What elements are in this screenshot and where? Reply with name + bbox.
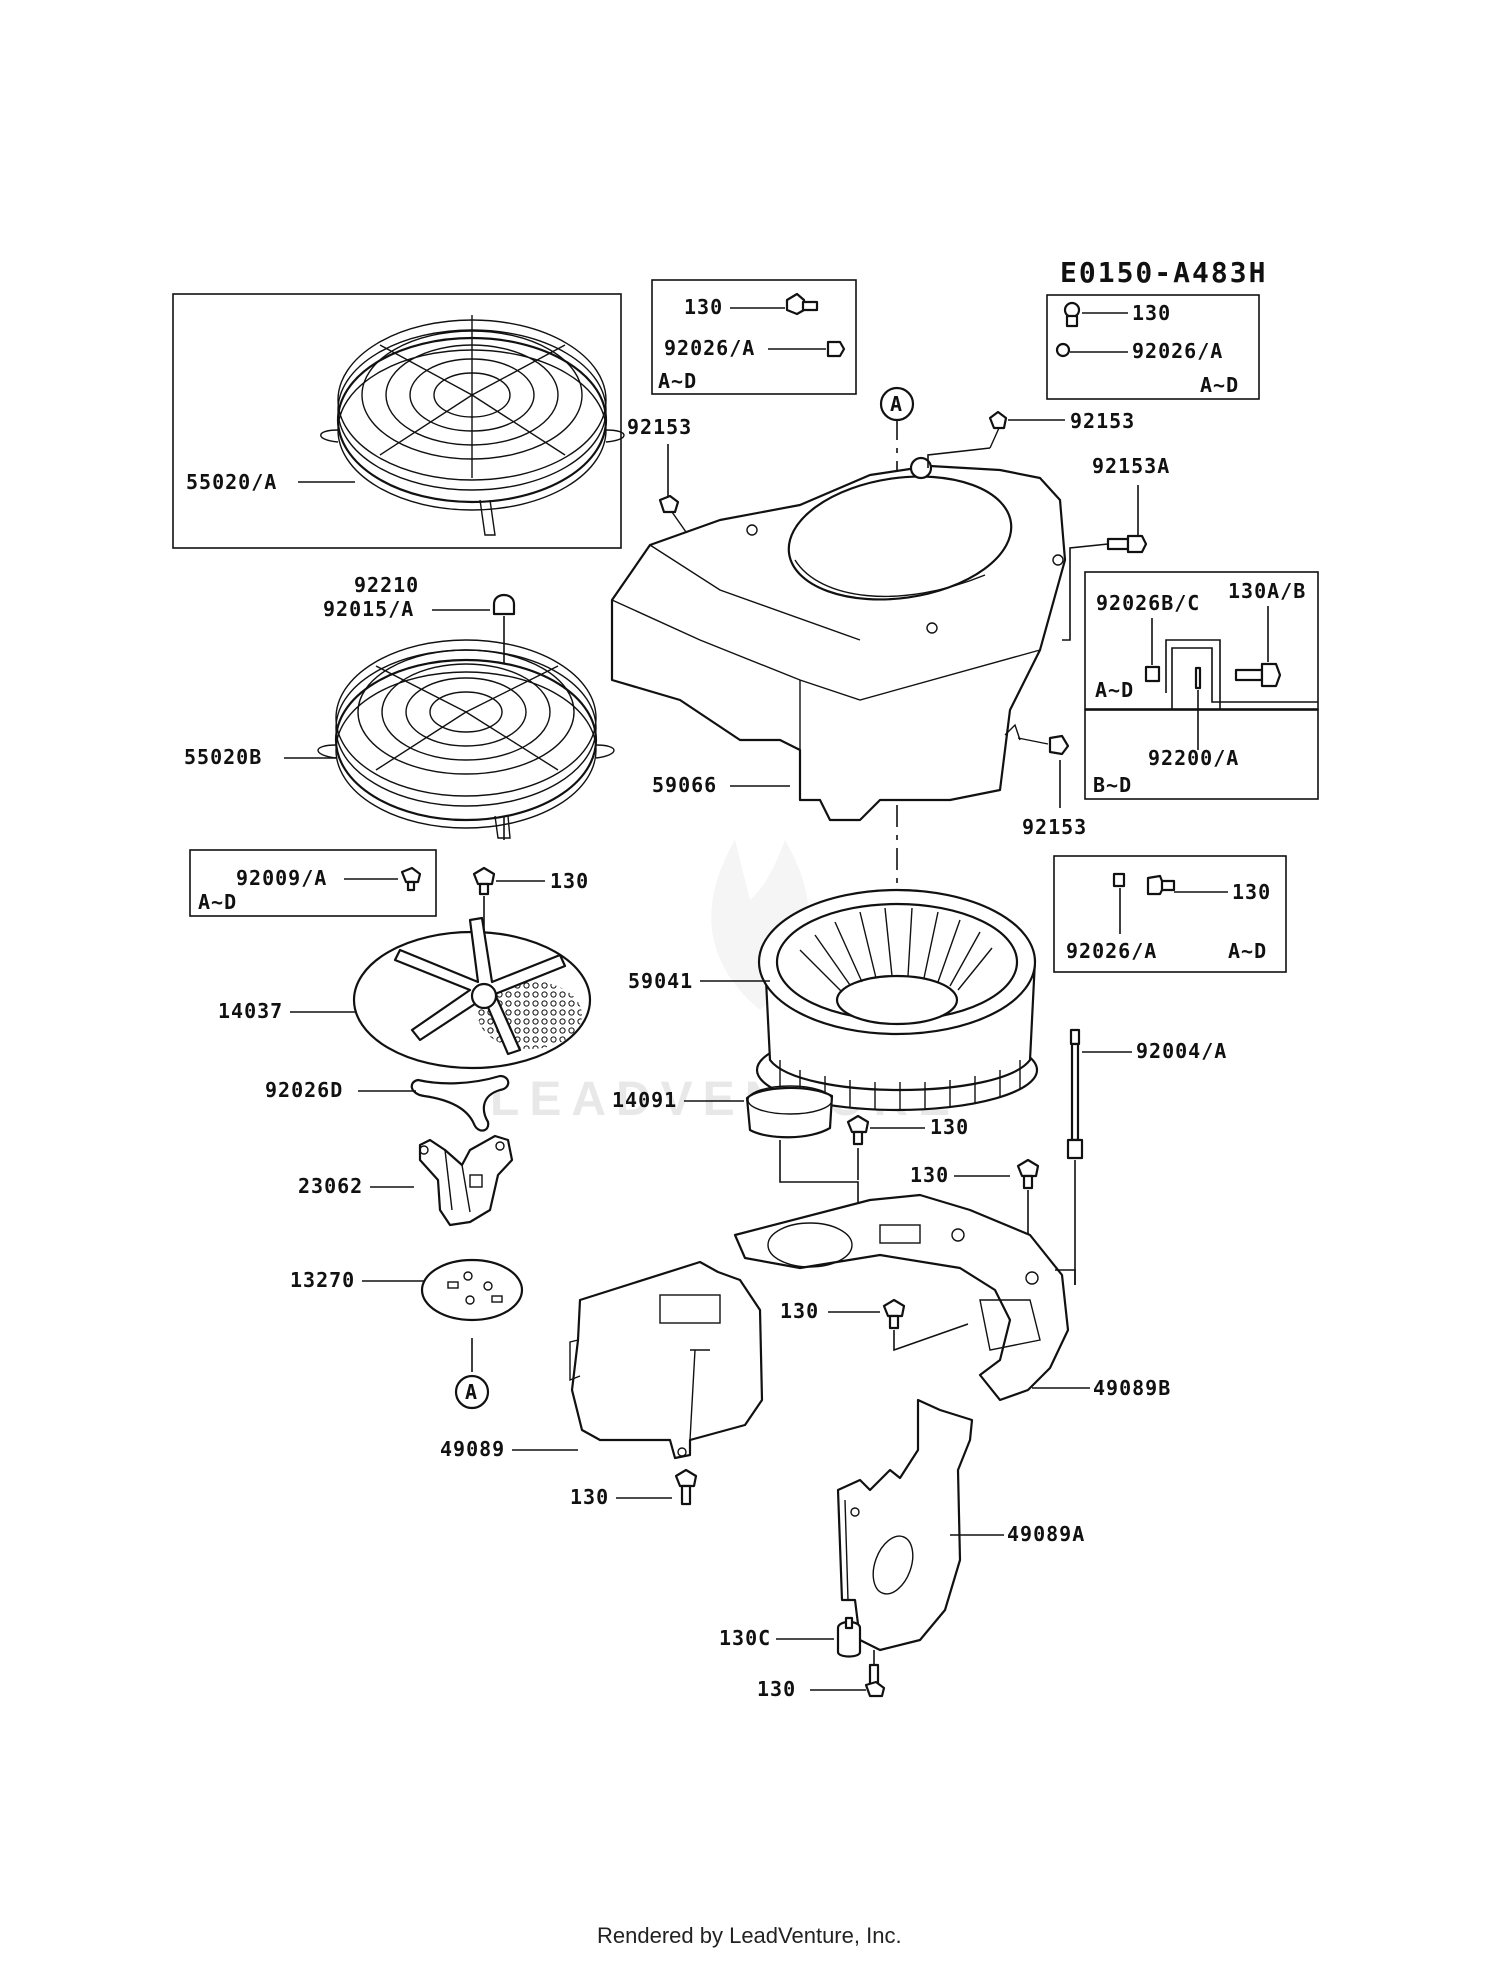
- label-14037: 14037: [218, 999, 283, 1023]
- bolt-icon: [1146, 874, 1176, 896]
- label-130-plate-a: 130: [930, 1115, 969, 1139]
- box-mid-right-lower-92200a: 92200/A: [1148, 746, 1239, 770]
- cylinder-shroud-49089a: [836, 1398, 974, 1652]
- label-55020b: 55020B: [184, 745, 262, 769]
- fan-screen-14037: [352, 916, 592, 1070]
- box-top-center: 130 92026/A A~D: [651, 279, 857, 395]
- bolt-icon: [785, 292, 819, 316]
- guard-55020b: [317, 639, 615, 839]
- svg-text:A: A: [890, 392, 903, 416]
- box-top-right-92026a: 92026/A: [1132, 339, 1223, 363]
- label-49089b: 49089B: [1093, 1376, 1171, 1400]
- label-55020a: 55020/A: [186, 470, 277, 494]
- box-lower-right-130: 130: [1232, 880, 1271, 904]
- bolt-icon: [674, 1468, 698, 1506]
- label-92210: 92210: [354, 573, 419, 597]
- box-lower-right-range: A~D: [1228, 939, 1267, 963]
- label-130-shroud: 130: [570, 1485, 609, 1509]
- label-92153-right: 92153: [1070, 409, 1135, 433]
- clip-92026d: [410, 1074, 510, 1132]
- bolt-icon: [1063, 301, 1081, 328]
- label-130-bottom: 130: [757, 1677, 796, 1701]
- spacer-icon: [1144, 665, 1161, 683]
- label-130-plate-c: 130: [780, 1299, 819, 1323]
- box-grille: 92009/A A~D: [189, 849, 437, 917]
- screw-icon: [658, 494, 687, 533]
- screw-icon: [1017, 734, 1070, 756]
- screw-icon: [988, 410, 1008, 449]
- bolt-icon: [1016, 1158, 1040, 1190]
- box-mid-right-upper: 92026B/C 130A/B A~D: [1084, 571, 1319, 710]
- label-92153-left: 92153: [627, 415, 692, 439]
- box-mid-right-upper-92026bc: 92026B/C: [1096, 591, 1200, 615]
- guard-55020a: [320, 315, 625, 536]
- screw-icon: [1106, 534, 1148, 554]
- nut-icon: [492, 593, 516, 616]
- guard-55020a-box: [172, 293, 622, 549]
- cylinder-shroud-49089: [569, 1260, 764, 1460]
- box-top-right-range: A~D: [1200, 373, 1239, 397]
- label-130-grille: 130: [550, 869, 589, 893]
- plate-13270: [420, 1258, 524, 1322]
- svg-text:A: A: [465, 1380, 478, 1404]
- bolt-icon: [1234, 662, 1282, 688]
- box-top-right: 130 92026/A A~D: [1046, 294, 1260, 400]
- label-92004a: 92004/A: [1136, 1039, 1227, 1063]
- bracket-23062: [418, 1134, 514, 1227]
- bolt-icon: [400, 866, 422, 892]
- box-lower-right-92026a: 92026/A: [1066, 939, 1157, 963]
- pin-icon: [1194, 666, 1202, 690]
- bolt-icon: [864, 1663, 886, 1698]
- label-59041: 59041: [628, 969, 693, 993]
- footer-credit: Rendered by LeadVenture, Inc.: [597, 1923, 902, 1948]
- washer-icon: [1055, 342, 1071, 358]
- box-top-center-130: 130: [684, 295, 723, 319]
- bolt-icon: [836, 1616, 862, 1658]
- label-92153-side: 92153: [1022, 815, 1087, 839]
- label-92015a: 92015/A: [323, 597, 414, 621]
- box-grille-92009a: 92009/A: [236, 866, 327, 890]
- label-23062: 23062: [298, 1174, 363, 1198]
- label-130c: 130C: [719, 1626, 771, 1650]
- callout-a-bottom: A: [454, 1374, 490, 1410]
- label-14091: 14091: [612, 1088, 677, 1112]
- callout-a-top: A: [879, 386, 915, 422]
- bolt-icon: [472, 866, 496, 896]
- box-mid-right-upper-130ab: 130A/B: [1228, 579, 1306, 603]
- baffle-plate-49089b: [733, 1193, 1070, 1402]
- guard-55020a-group: 55020/A: [172, 293, 625, 549]
- box-mid-right-lower-range: B~D: [1093, 773, 1132, 797]
- stud-92004a: [1066, 1028, 1084, 1160]
- label-92153a: 92153A: [1092, 454, 1170, 478]
- box-lower-right: 130 92026/A A~D: [1053, 855, 1287, 973]
- label-49089a: 49089A: [1007, 1522, 1085, 1546]
- spacer-icon: [1112, 872, 1126, 888]
- box-grille-range: A~D: [198, 890, 237, 914]
- cup-14091: [745, 1085, 834, 1139]
- bolt-icon: [882, 1298, 906, 1330]
- box-top-right-130: 130: [1132, 301, 1171, 325]
- blower-housing-59066: [610, 456, 1067, 822]
- box-mid-right-upper-range: A~D: [1095, 678, 1134, 702]
- box-mid-right-lower: 92200/A B~D: [1084, 690, 1319, 800]
- washer-icon: [826, 340, 846, 358]
- label-92026d: 92026D: [265, 1078, 343, 1102]
- label-49089: 49089: [440, 1437, 505, 1461]
- label-13270: 13270: [290, 1268, 355, 1292]
- label-130-plate-b: 130: [910, 1163, 949, 1187]
- diagram-code: E0150-A483H: [1060, 256, 1267, 289]
- label-59066: 59066: [652, 773, 717, 797]
- cooling-fan-59041: [755, 888, 1039, 1112]
- box-top-center-92026a: 92026/A: [664, 336, 755, 360]
- box-top-center-range: A~D: [658, 369, 697, 393]
- bolt-icon: [846, 1114, 870, 1146]
